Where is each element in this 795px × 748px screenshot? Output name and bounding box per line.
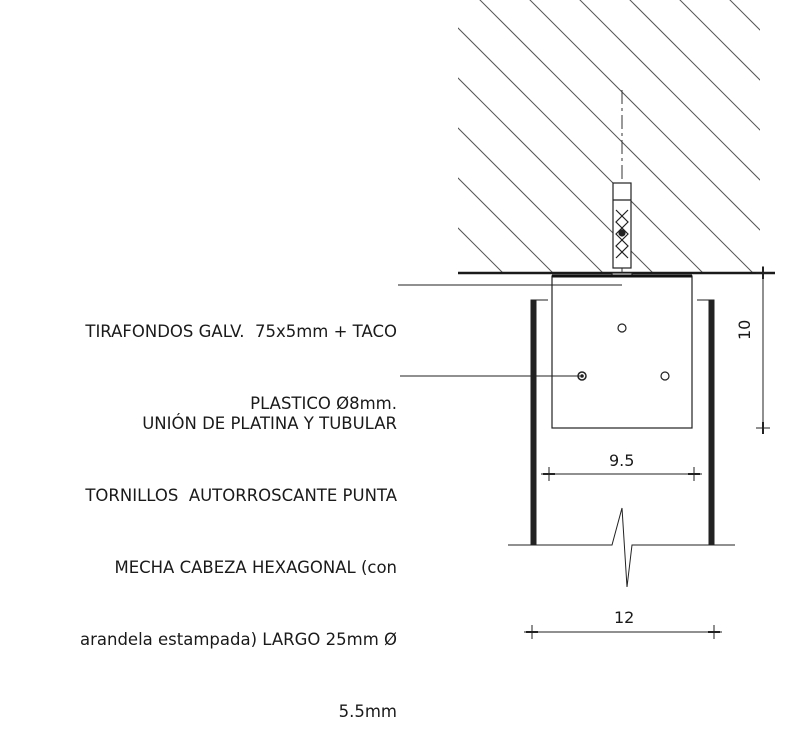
break-line [508, 507, 735, 588]
joint-annotation-line-3: MECHA CABEZA HEXAGONAL (con [114, 558, 397, 577]
plate-hole-top [617, 323, 627, 333]
anchor-annotation-line-2: PLASTICO Ø8mm. [250, 394, 397, 413]
joint-annotation-line-1: UNIÓN DE PLATINA Y TUBULAR [142, 414, 397, 433]
self-tapping-screw-right [660, 371, 670, 381]
ceiling-slab-hatch [458, 0, 760, 273]
dimension-tube-width-label: 12 [614, 608, 635, 627]
dimension-plate-height [756, 266, 770, 434]
anchor-annotation: TIRAFONDOS GALV. 75x5mm + TACO PLASTICO … [85, 272, 397, 440]
dimension-plate-height-label: 10 [735, 319, 754, 340]
dimension-plate-width [541, 467, 702, 481]
joint-annotation-line-4: arandela estampada) LARGO 25mm Ø [80, 630, 397, 649]
joint-annotation-line-2: TORNILLOS AUTORROSCANTE PUNTA [85, 486, 397, 505]
dimension-tube-width [524, 625, 722, 639]
mounting-plate [551, 275, 693, 429]
construction-detail-drawing [398, 0, 775, 639]
joint-annotation: UNIÓN DE PLATINA Y TUBULAR TORNILLOS AUT… [80, 364, 397, 748]
joint-annotation-line-5: 5.5mm [338, 702, 397, 721]
anchor-annotation-line-1: TIRAFONDOS GALV. 75x5mm + TACO [85, 322, 397, 341]
dimension-plate-width-label: 9.5 [609, 451, 635, 470]
wall-anchor-plug [612, 182, 632, 269]
